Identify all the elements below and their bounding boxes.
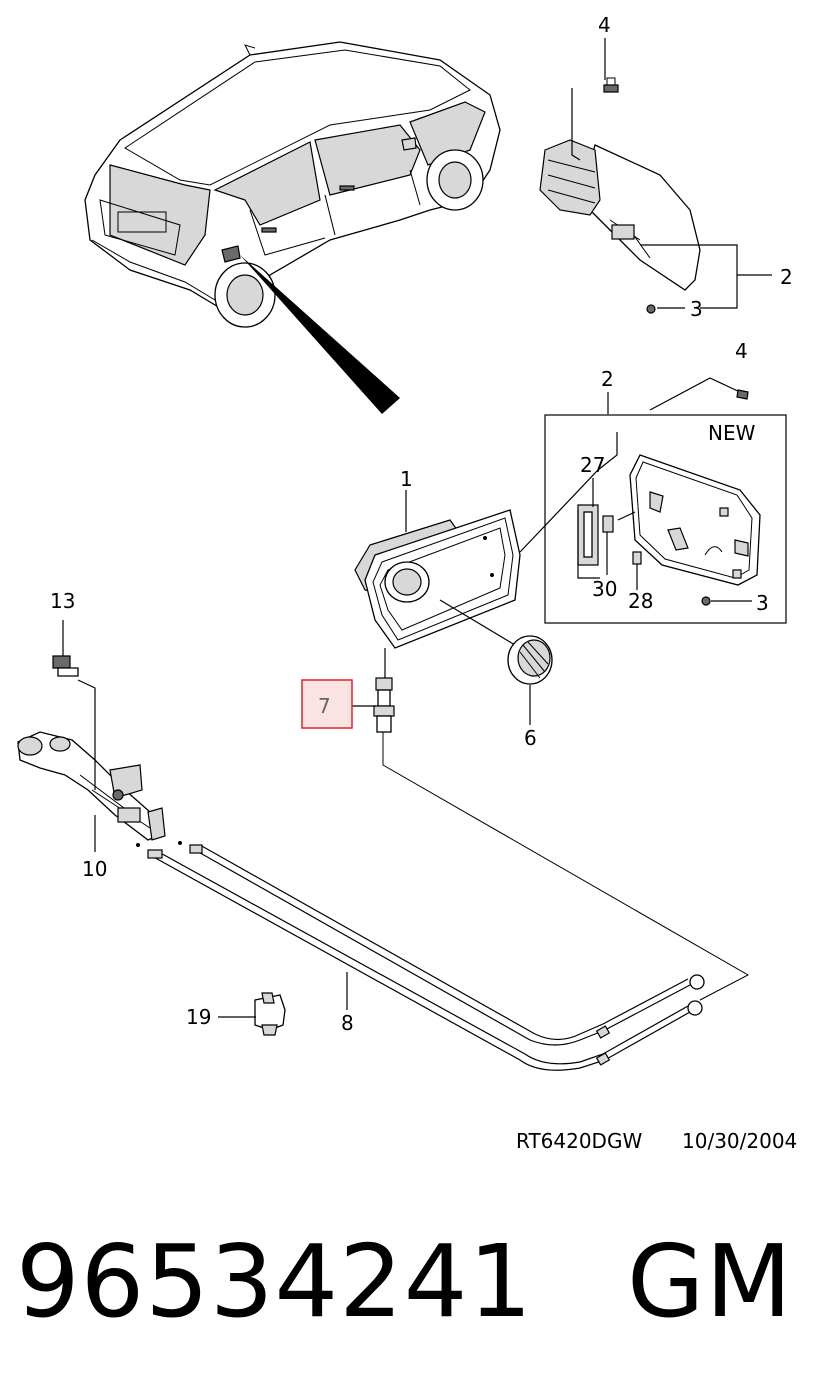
highlight-box <box>301 679 353 729</box>
part-number-banner: 96534241 GM <box>16 1222 793 1342</box>
callout-13: 13 <box>50 589 75 613</box>
callout-2-top: 2 <box>780 265 793 289</box>
part-number: 96534241 <box>16 1223 533 1340</box>
new-label: NEW <box>708 421 756 445</box>
diagram-date: 10/30/2004 <box>682 1129 797 1153</box>
cable-clip <box>218 992 286 1036</box>
fuel-cap <box>439 599 553 725</box>
callout-28: 28 <box>628 589 653 613</box>
new-design-box <box>519 377 787 624</box>
fuel-filler-housing <box>354 490 521 649</box>
fuel-door-top-assembly <box>539 38 772 314</box>
release-lever <box>17 620 166 852</box>
callout-3-box: 3 <box>756 591 769 615</box>
callout-2-box: 2 <box>601 367 614 391</box>
callout-30: 30 <box>592 577 617 601</box>
callout-10: 10 <box>82 857 107 881</box>
diagram-code: RT6420DGW <box>516 1129 642 1153</box>
brand-name: GM <box>626 1223 793 1340</box>
callout-6: 6 <box>524 726 537 750</box>
callout-1: 1 <box>400 467 413 491</box>
callout-3-top: 3 <box>690 297 703 321</box>
release-cable <box>136 732 750 1071</box>
callout-19: 19 <box>186 1005 211 1029</box>
car-illustration <box>84 41 501 414</box>
actuator-part-7 <box>301 648 395 733</box>
callout-4-box: 4 <box>735 339 748 363</box>
callout-4-top: 4 <box>598 13 611 37</box>
callout-8: 8 <box>341 1011 354 1035</box>
callout-7: 7 <box>318 694 331 718</box>
callout-27: 27 <box>580 453 605 477</box>
